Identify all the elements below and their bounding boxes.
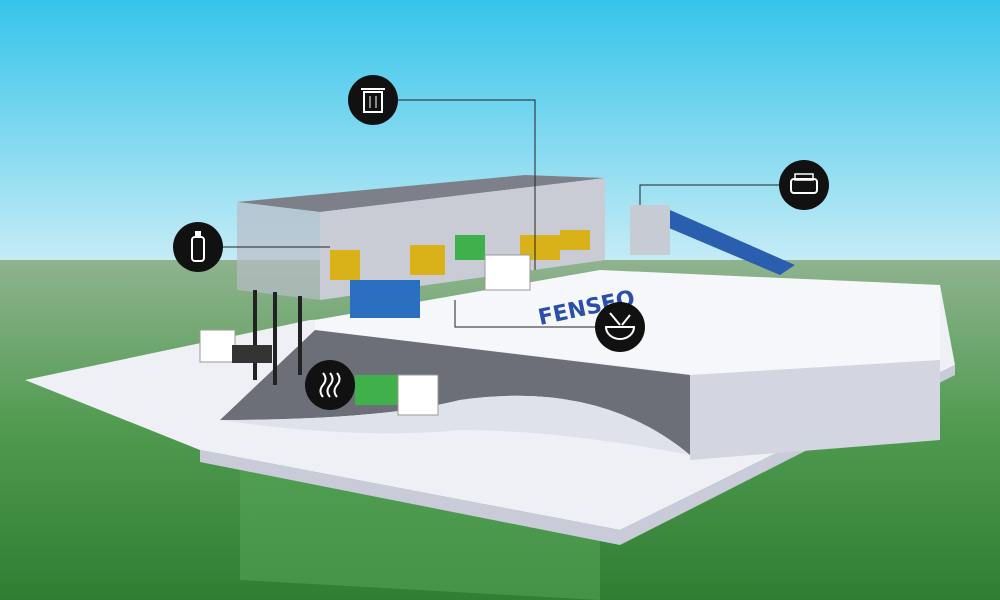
truck-upper <box>455 235 531 291</box>
deck-wall <box>690 360 940 460</box>
trash-can-icon <box>348 75 398 125</box>
truck-left <box>199 329 272 363</box>
conveyor <box>650 210 795 275</box>
support-legs <box>253 290 302 385</box>
building-roof <box>237 175 605 212</box>
truck-garbage <box>355 374 439 416</box>
shredder <box>630 205 670 255</box>
food-bowl-icon <box>595 302 645 352</box>
odor-steam-icon <box>305 360 355 410</box>
building-front <box>237 202 320 300</box>
callout-lines <box>222 99 780 328</box>
sofa-icon <box>779 160 829 210</box>
plastic-bottle-icon <box>173 222 223 272</box>
ramp <box>220 395 690 455</box>
control-cabin <box>350 280 420 318</box>
